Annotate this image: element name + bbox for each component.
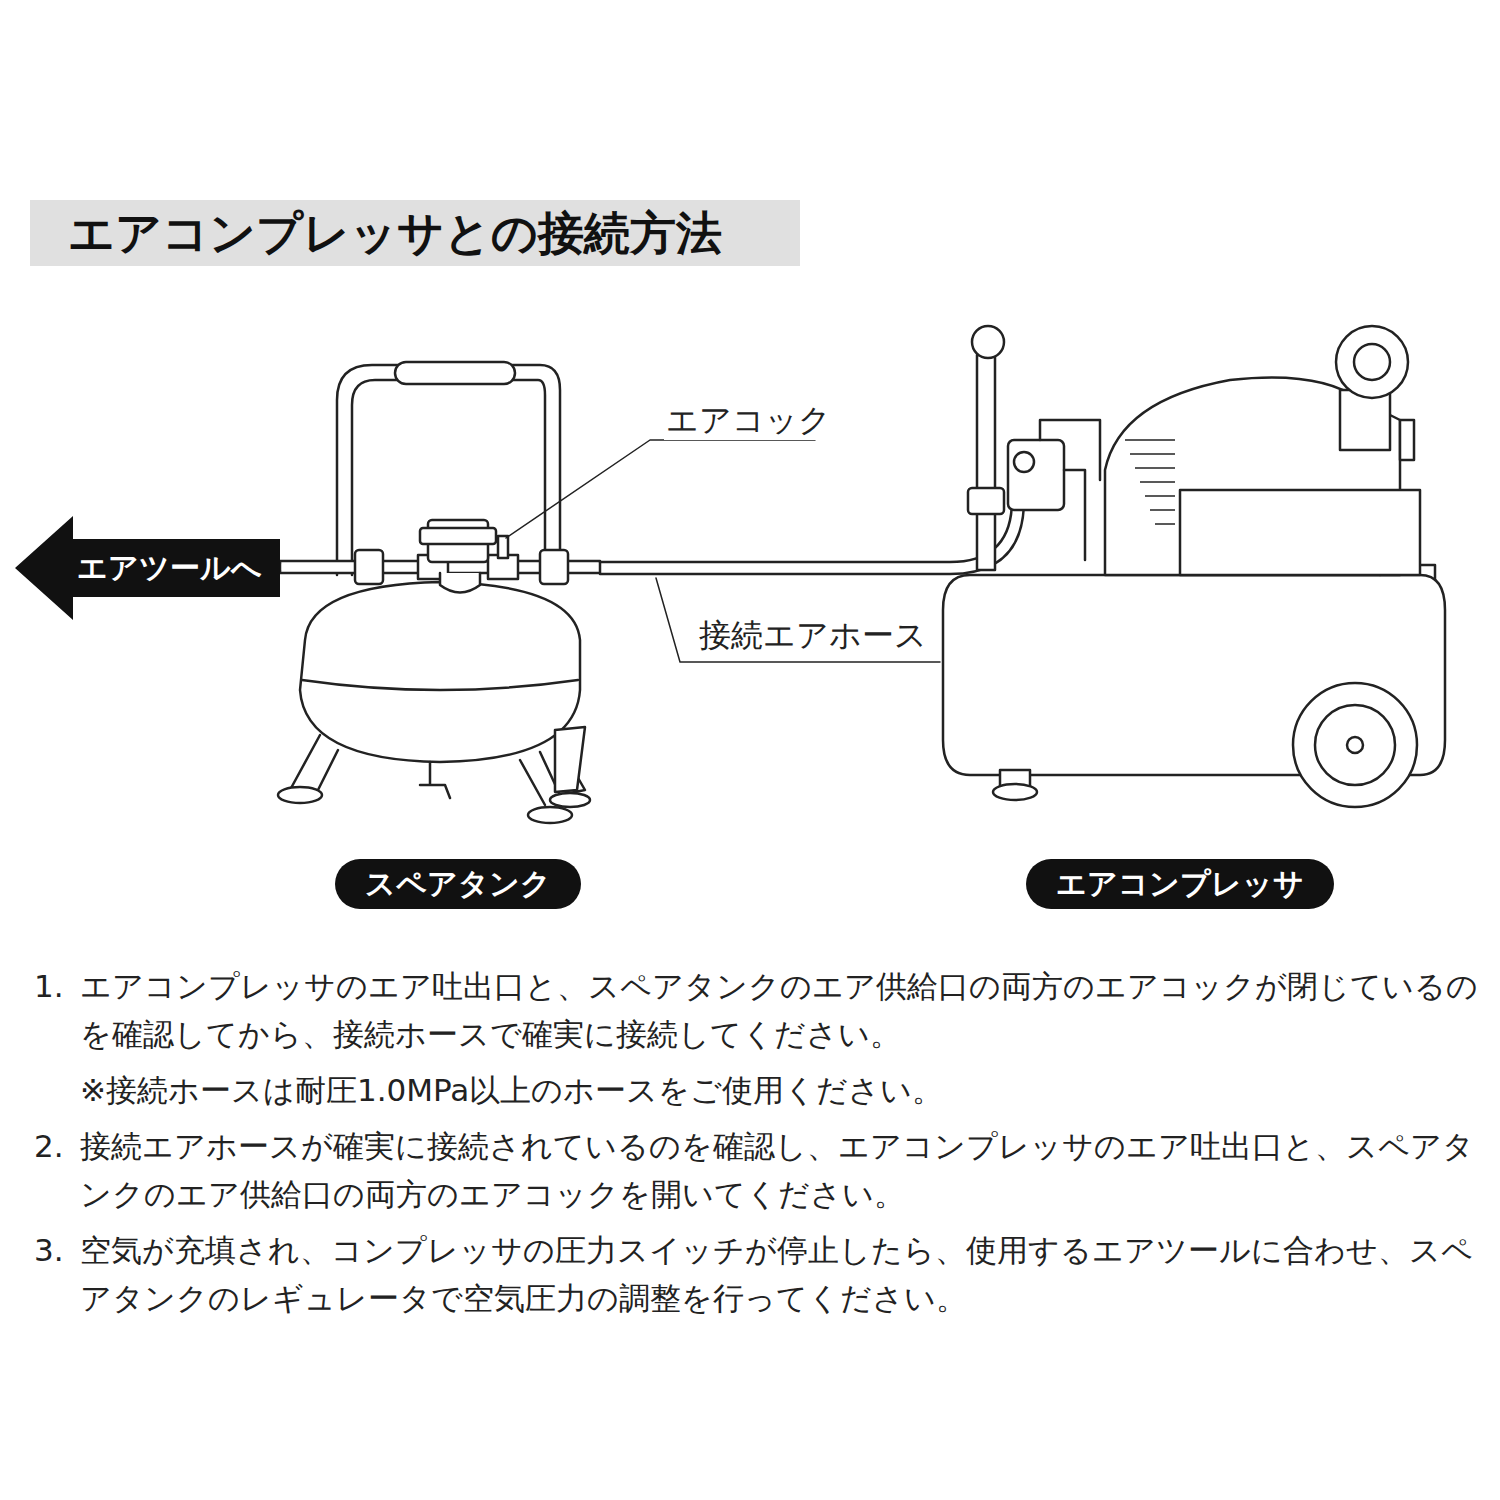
node-text: スペアタンク (365, 864, 551, 905)
step-number: 3. (34, 1226, 64, 1274)
pill-label: エアコンプレッサ (1026, 859, 1334, 909)
title: エアコンプレッサとの接続方法 (68, 205, 722, 261)
instruction-text: ※接続ホースは耐圧1.0MPa以上のホースをご使用ください。 (80, 1066, 1480, 1114)
step-number: 1. (34, 962, 64, 1010)
part-label: エアコック (664, 400, 833, 440)
node-text: エアツールへ (77, 548, 262, 589)
instruction-text: エアコンプレッサのエア吐出口と、スペアタンクのエア供給口の両方のエアコックが閉じ… (80, 962, 1480, 1058)
arrow-label: エアツールへ (15, 516, 280, 620)
instruction-text: 空気が充填され、コンプレッサの圧力スイッチが停止したら、使用するエアツールに合わ… (80, 1226, 1480, 1322)
node-text: エアコンプレッサ (1056, 864, 1304, 905)
part-label: 接続エアホース (697, 615, 929, 655)
step-number: 2. (34, 1122, 64, 1170)
pill-label: スペアタンク (335, 859, 581, 909)
instruction-text: 接続エアホースが確実に接続されているのを確認し、エアコンプレッサのエア吐出口と、… (80, 1122, 1480, 1218)
